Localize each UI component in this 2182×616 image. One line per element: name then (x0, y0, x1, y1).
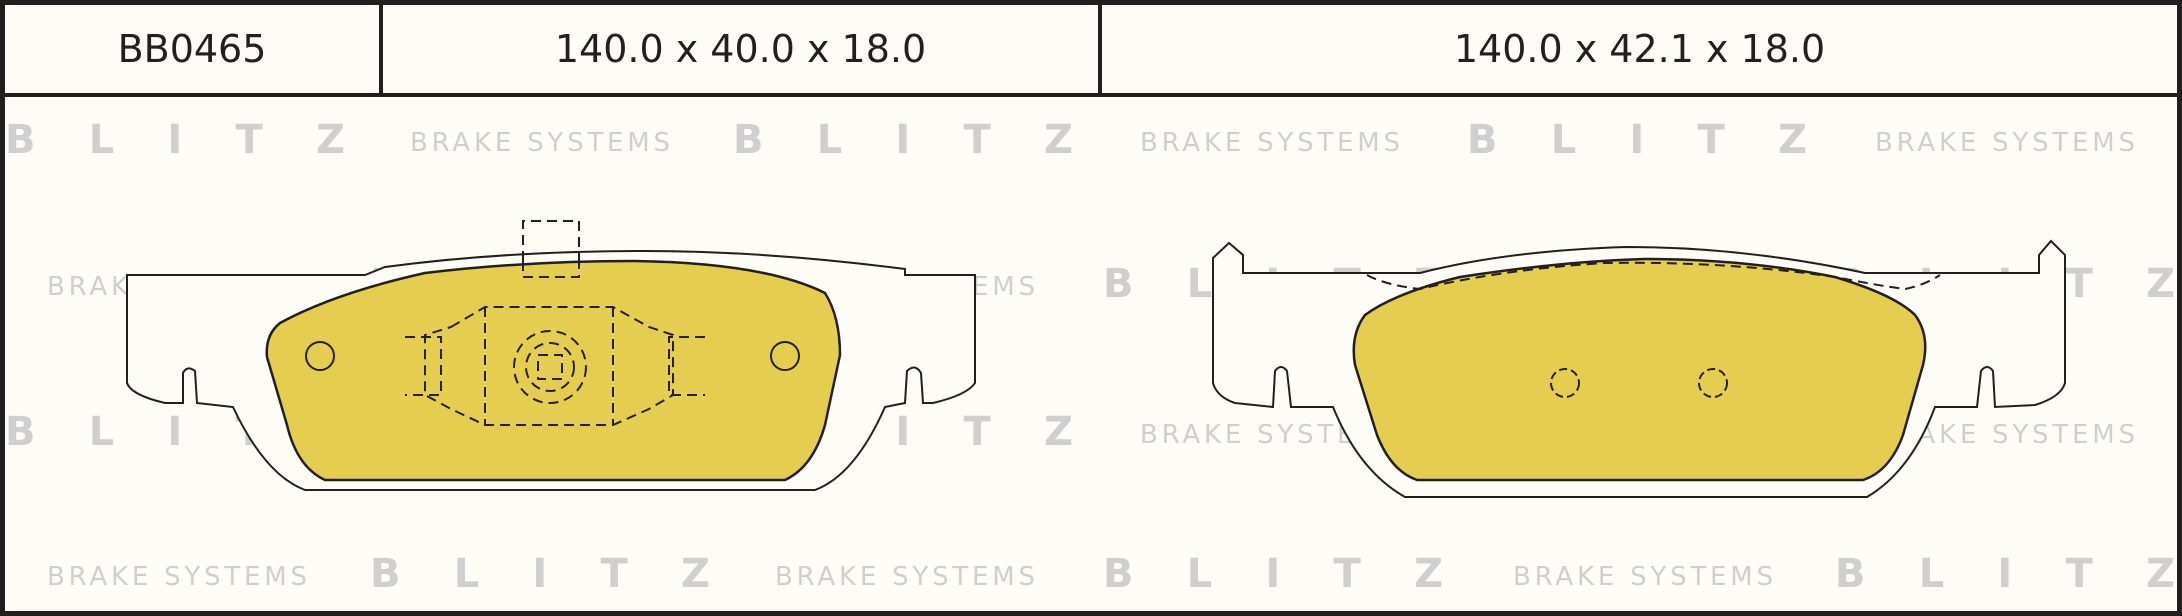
part-code: BB0465 (5, 5, 383, 93)
watermark-tagline: BRAKE SYSTEMS (410, 128, 670, 158)
watermark-brand: B L I T Z (1103, 551, 1443, 597)
right-pad-hole (1550, 368, 1580, 398)
watermark-brand: B L I T Z (5, 117, 345, 163)
watermark-tagline: BRAKE SYSTEMS (775, 562, 1035, 592)
pad-drawing: B L I T Z BRAKE SYSTEMS B L I T Z BRAKE … (5, 117, 2175, 597)
watermark-brand: B L I T Z (733, 117, 1073, 163)
left-pad-hole (770, 341, 800, 371)
watermark-tagline: BRAKE SYSTEMS (1140, 128, 1400, 158)
left-brake-pad (126, 220, 976, 491)
left-pad-hole (305, 341, 335, 371)
right-friction-material (1352, 257, 1927, 482)
watermark-tagline: BRAKE SYSTEMS (1513, 562, 1773, 592)
right-pad-dimensions: 140.0 x 42.1 x 18.0 (1453, 27, 1826, 71)
watermark-tagline: BRAKE SYSTEMS (47, 562, 307, 592)
right-brake-pad (1212, 239, 2066, 498)
watermark-brand: B L I T Z (1467, 117, 1807, 163)
right-pad-dashed-profile (1366, 261, 1941, 291)
left-pad-dimensions: 140.0 x 40.0 x 18.0 (383, 5, 1102, 93)
header-bar: BB0465 140.0 x 40.0 x 18.0 140.0 x 42.1 … (5, 5, 2177, 97)
watermark-brand: B L I T Z (1835, 551, 2175, 597)
left-friction-material (265, 259, 842, 482)
right-pad-hole (1698, 368, 1728, 398)
left-clip-outline (405, 220, 705, 426)
watermark-brand: B L I T Z (370, 551, 710, 597)
watermark-tagline: BRAKE SYSTEMS (1875, 128, 2135, 158)
